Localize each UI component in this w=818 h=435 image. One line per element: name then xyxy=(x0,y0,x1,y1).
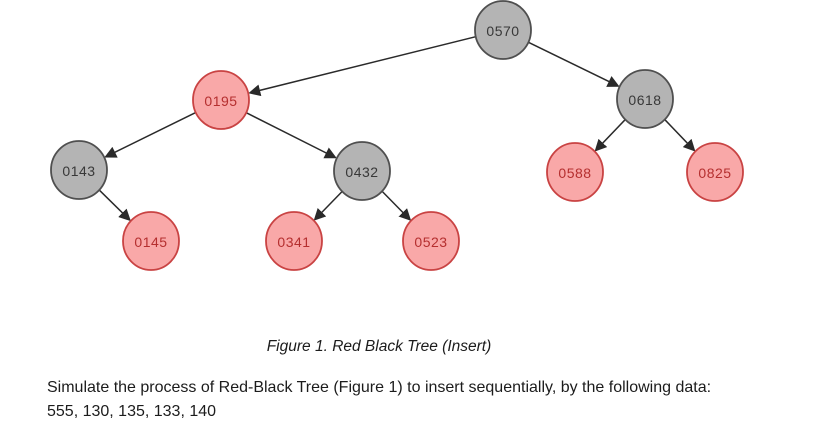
tree-node-circle xyxy=(122,211,180,271)
tree-node-circle xyxy=(402,211,460,271)
question-text: Simulate the process of Red-Black Tree (… xyxy=(47,376,807,424)
tree-node-label: 0145 xyxy=(134,234,167,250)
tree-node-circle xyxy=(50,140,108,200)
tree-node-label: 0570 xyxy=(486,23,519,39)
tree-node-0523: 0523 xyxy=(402,211,460,271)
tree-node-circle xyxy=(686,142,744,202)
tree-node-label: 0825 xyxy=(698,165,731,181)
tree-node-label: 0432 xyxy=(345,164,378,180)
tree-edge-0570-0195 xyxy=(248,35,476,97)
tree-node-0618: 0618 xyxy=(616,69,674,129)
tree-node-circle xyxy=(616,69,674,129)
tree-edge-0143-0145 xyxy=(98,189,131,222)
tree-node-circle xyxy=(192,70,250,130)
tree-node-label: 0195 xyxy=(204,93,237,109)
tree-node-0825: 0825 xyxy=(686,142,744,202)
tree-node-0145: 0145 xyxy=(122,211,180,271)
tree-node-circle xyxy=(546,142,604,202)
tree-edge-0432-0341 xyxy=(313,190,344,221)
question-line-2: 555, 130, 135, 133, 140 xyxy=(47,403,217,420)
tree-edge-0195-0143 xyxy=(104,111,197,158)
tree-node-0588: 0588 xyxy=(546,142,604,202)
tree-node-0143: 0143 xyxy=(50,140,108,200)
tree-edge-0432-0523 xyxy=(381,190,412,221)
tree-node-circle xyxy=(333,141,391,201)
figure-caption: Figure 1. Red Black Tree (Insert) xyxy=(266,338,492,355)
tree-node-circle xyxy=(474,0,532,60)
tree-node-0341: 0341 xyxy=(265,211,323,271)
tree-node-label: 0588 xyxy=(558,165,591,181)
red-black-tree-diagram: 0570 0195 0618 0143 0432 0588 0825 0145 0341 0523 xyxy=(50,0,744,271)
tree-node-0432: 0432 xyxy=(333,141,391,201)
tree-node-label: 0523 xyxy=(414,234,447,250)
tree-node-circle xyxy=(265,211,323,271)
tree-edges xyxy=(98,35,696,222)
tree-node-label: 0143 xyxy=(62,163,95,179)
question-line-1: Simulate the process of Red-Black Tree (… xyxy=(47,379,712,396)
tree-node-0570: 0570 xyxy=(474,0,532,60)
tree-node-label: 0618 xyxy=(628,92,661,108)
tree-edge-0570-0618 xyxy=(527,41,620,87)
tree-edge-0195-0432 xyxy=(245,111,337,159)
tree-edge-0618-0825 xyxy=(663,118,696,152)
tree-node-0195: 0195 xyxy=(192,70,250,130)
tree-node-label: 0341 xyxy=(277,234,310,250)
tree-edge-0618-0588 xyxy=(594,118,627,152)
tree-nodes: 0570 0195 0618 0143 0432 0588 0825 0145 0341 0523 xyxy=(50,0,744,271)
